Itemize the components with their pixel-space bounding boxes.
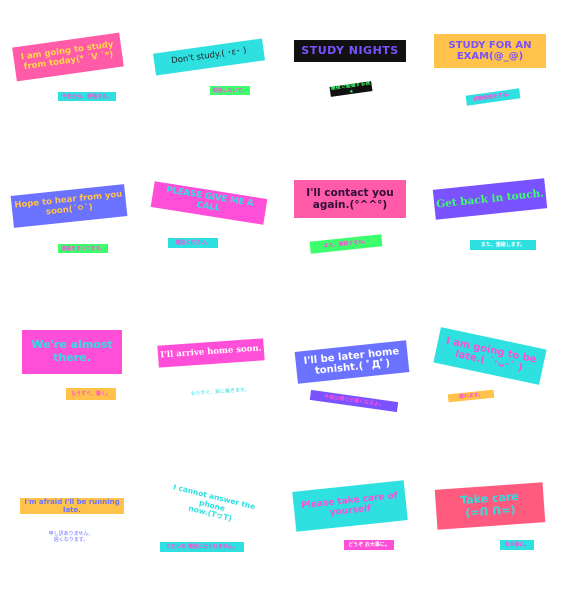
sticker-15[interactable]: Please take care of yourself どうぞ お大事に。 [280,462,420,602]
sticker-main-text: I'll arrive home soon. [157,338,265,368]
sticker-sub-text: 今日から、勉強する。 [58,92,116,101]
sticker-11[interactable]: I'll be later home tonisht.( ﾟДﾟ) 今夜は帰りが… [280,316,420,456]
sticker-main-text: Take care (=ᑎ ᑎ=) [434,482,546,530]
sticker-14[interactable]: I cannot answer the phone now.(TヮT) ただいま… [140,462,280,602]
sticker-03[interactable]: STUDY NIGHTS 徹夜で勉強する夜★ [280,12,420,152]
sticker-sub-text: 連絡をまってます。 [58,244,108,253]
sticker-main-text: I'll contact you again.(°^^°) [294,180,406,218]
sticker-07[interactable]: I'll contact you again.(°^^°) また、連絡するね。 [280,166,420,306]
sticker-04[interactable]: STUDY FOR AN EXAM(@_@) 試験勉強をする。 [420,12,560,152]
sticker-sub-text: 試験勉強をする。 [465,88,521,106]
sticker-main-text: Get back in touch. [432,178,548,220]
sticker-main-text: Please take care of yourself [292,480,408,532]
sticker-09[interactable]: We're almost there. もうすぐ、着く。 [0,316,140,456]
sticker-main-text: I am going to study from today(* ˙V ˙*) [12,32,124,82]
sticker-sub-text: どうぞ お大事に。 [344,540,394,550]
sticker-main-text: STUDY FOR AN EXAM(@_@) [434,34,546,68]
sticker-sub-text: 電話ください。 [168,238,218,248]
sticker-main-text: I am going to be late.( ´･ᴗ･` ) [433,327,547,385]
sticker-main-text: We're almost there. [22,330,122,374]
sticker-10[interactable]: I'll arrive home soon. もうすぐ、家に着きます。 [140,316,280,456]
sticker-02[interactable]: Don't study.( ･ε･ ) 勉強しないで。 [140,12,280,152]
sticker-main-text: Don't study.( ･ε･ ) [153,38,265,76]
sticker-sub-text: 勉強しないで。 [210,86,250,95]
sticker-06[interactable]: PLEASE GIVE ME A CALL 電話ください。 [140,166,280,306]
sticker-08[interactable]: Get back in touch. また、連絡します。 [420,166,560,306]
sticker-main-text: PLEASE GIVE ME A CALL [150,181,268,225]
sticker-sub-text: 遅れます。 [447,389,495,403]
sticker-main-text: STUDY NIGHTS [294,40,406,62]
sticker-sub-text: また、連絡します。 [470,240,536,250]
sticker-main-text: I cannot answer the phone now.(TヮT) [172,482,257,524]
sticker-sub-text: 徹夜で勉強する夜★ [329,81,373,97]
sticker-sub-text: ただいま 電話に出られません。 [160,542,244,552]
sticker-13[interactable]: I'm afraid I'll be running late. 申し訳ありませ… [0,462,140,602]
sticker-sub-text: また、連絡するね。 [309,234,383,254]
sticker-sub-text: 今夜は帰りが遅くなるよ。 [309,389,399,413]
sticker-sub-text: 申し訳ありません、 遅くなります。 [48,531,94,543]
sticker-05[interactable]: Hope to hear from you soon(´ㅇ`) 連絡をまってます… [0,166,140,306]
sticker-main-text: I'm afraid I'll be running late. [20,498,124,514]
sticker-01[interactable]: I am going to study from today(* ˙V ˙*) … [0,12,140,152]
sticker-main-text: Hope to hear from you soon(´ㅇ`) [10,184,128,228]
sticker-sub-text: お大事に。 [500,540,534,550]
sticker-12[interactable]: I am going to be late.( ´･ᴗ･` ) 遅れます。 [420,316,560,456]
sticker-sub-text: もうすぐ、着く。 [66,388,116,400]
sticker-16[interactable]: Take care (=ᑎ ᑎ=) お大事に。 [420,462,560,602]
sticker-sub-text: もうすぐ、家に着きます。 [190,386,250,398]
sticker-main-text: I'll be later home tonisht.( ﾟДﾟ) [294,340,410,384]
